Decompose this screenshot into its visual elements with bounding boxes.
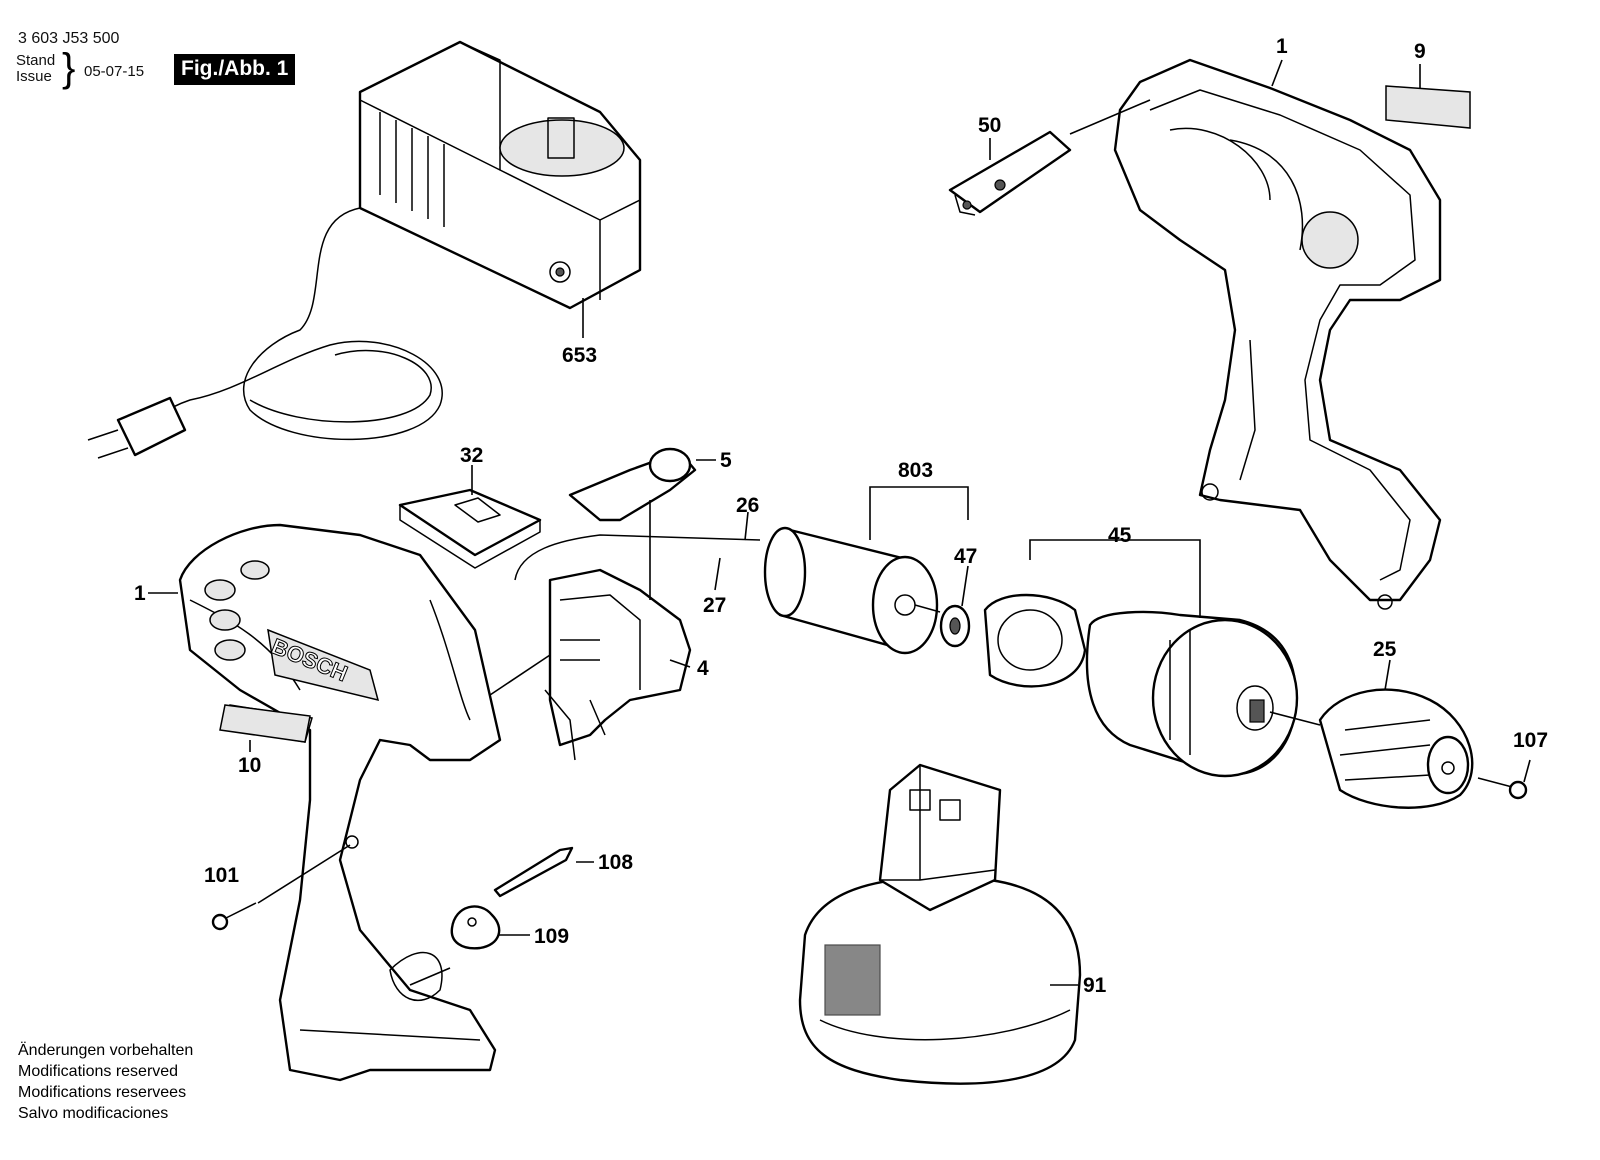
callout-1-top: 1 <box>1276 35 1288 58</box>
callout-101: 101 <box>204 864 239 887</box>
chuck-drawing <box>1318 688 1474 809</box>
screw-107-drawing <box>1477 777 1528 800</box>
note-fr: Modifications reservees <box>18 1084 187 1101</box>
part-50-drawing <box>948 130 1072 216</box>
callout-108: 108 <box>598 851 633 874</box>
stand-issue-labels: Stand Issue <box>16 53 55 85</box>
callout-10: 10 <box>238 754 261 777</box>
callout-32: 32 <box>460 444 483 467</box>
callout-1-left: 1 <box>134 582 146 605</box>
callout-50: 50 <box>978 114 1001 137</box>
note-de: Änderungen vorbehalten <box>18 1042 194 1059</box>
battery-drawing <box>798 763 1082 1085</box>
part-number-callouts: 653 1 9 50 32 5 26 27 803 47 45 1 4 25 1… <box>134 35 1548 997</box>
callout-107: 107 <box>1513 729 1548 752</box>
figure-badge: Fig./Abb. 1 <box>174 54 296 85</box>
label-10-drawing <box>219 704 311 743</box>
leader-lines <box>148 59 1531 986</box>
stand-label: Stand <box>16 52 56 69</box>
note-en: Modifications reserved <box>18 1063 179 1080</box>
callout-45: 45 <box>1108 524 1132 547</box>
callout-803: 803 <box>898 459 933 482</box>
callout-4: 4 <box>697 657 709 680</box>
issue-date: 05-07-15 <box>84 63 145 80</box>
callout-26: 26 <box>736 494 759 517</box>
switch-drawing <box>514 534 761 761</box>
housing-left-drawing <box>178 523 502 1082</box>
modification-notes: Änderungen vorbehalten Modifications res… <box>18 1040 193 1124</box>
callout-91: 91 <box>1083 974 1107 997</box>
note-es: Salvo modificaciones <box>18 1105 169 1122</box>
bit-holder-109-drawing <box>450 905 501 950</box>
housing-right-drawing <box>1113 58 1471 610</box>
callout-5: 5 <box>720 449 732 472</box>
charger-drawing <box>87 40 642 459</box>
part-number: 3 603 J53 500 <box>18 30 120 47</box>
callout-25: 25 <box>1373 638 1397 661</box>
screw-101-drawing <box>211 902 257 931</box>
callout-47: 47 <box>954 545 977 568</box>
callout-27: 27 <box>703 594 726 617</box>
trigger-drawing <box>568 447 697 522</box>
callout-109: 109 <box>534 925 569 948</box>
gearbox-drawing <box>983 593 1299 778</box>
motor-drawing <box>763 526 941 655</box>
pinion-drawing <box>939 604 971 648</box>
bit-108-drawing <box>493 846 574 898</box>
brace-glyph: } <box>62 46 76 90</box>
callout-9: 9 <box>1414 40 1426 63</box>
part-32-drawing <box>398 488 542 569</box>
issue-label: Issue <box>16 68 52 85</box>
callout-653: 653 <box>562 344 597 367</box>
